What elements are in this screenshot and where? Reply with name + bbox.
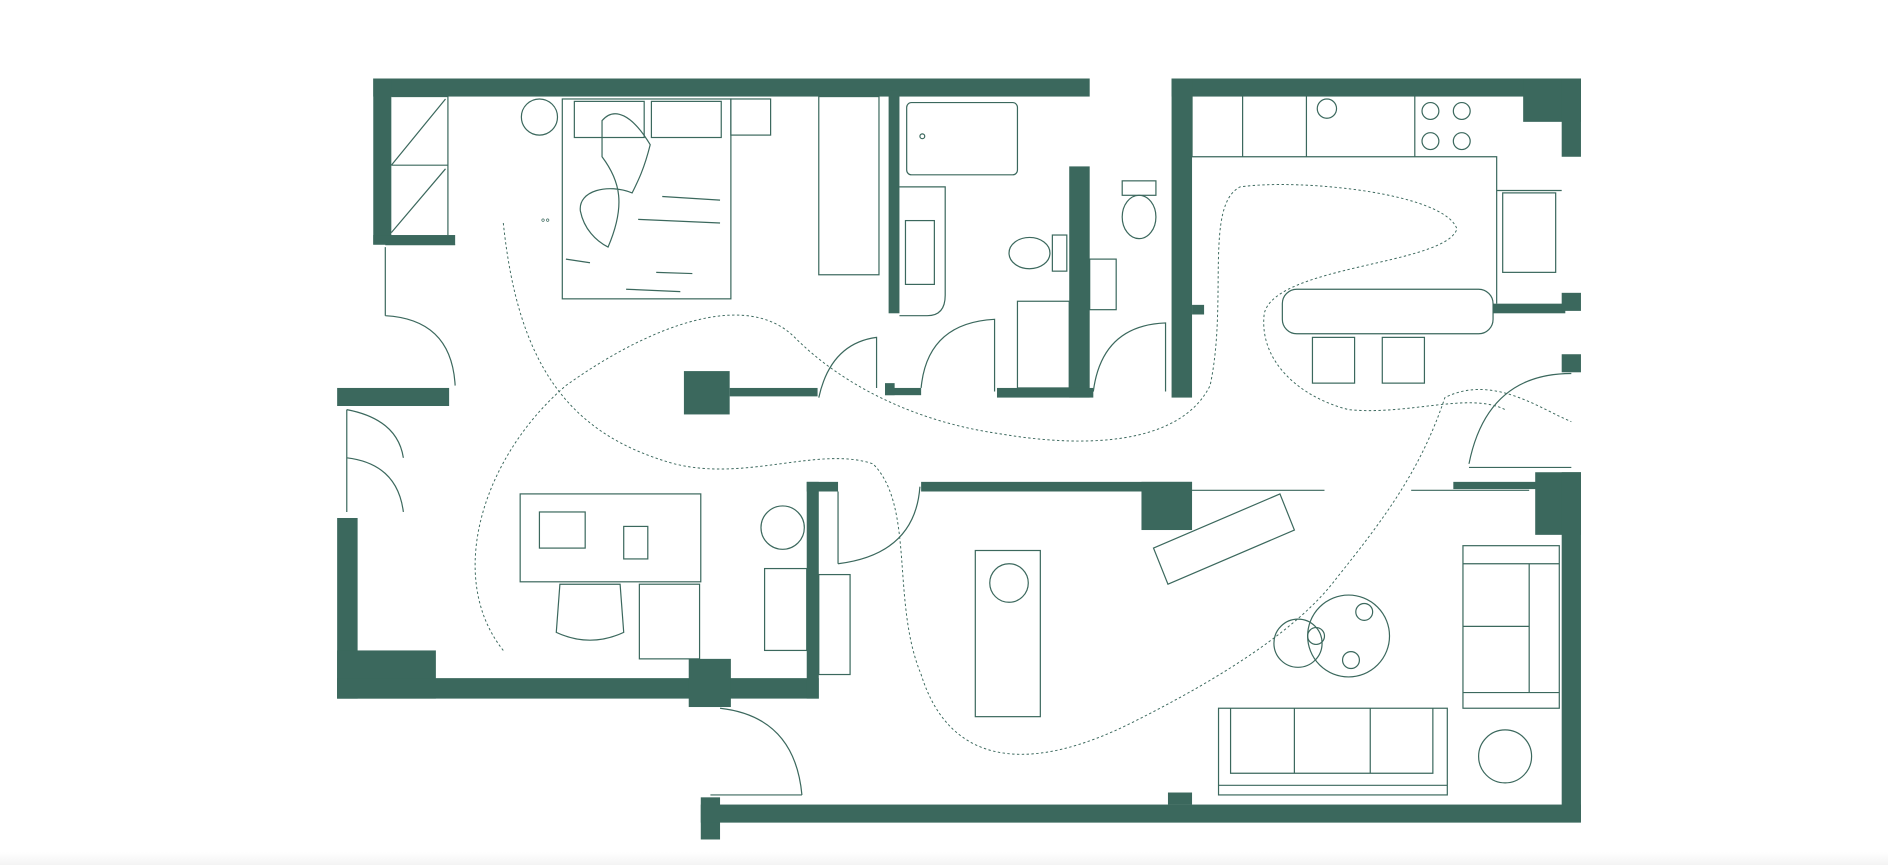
coffee-table — [974, 549, 1041, 718]
wall — [1069, 166, 1090, 398]
wall — [806, 481, 819, 699]
wall — [373, 78, 392, 245]
bar-stool — [1311, 336, 1356, 384]
shelf — [818, 573, 851, 676]
kitchen-counter — [1191, 96, 1562, 304]
laptop — [538, 511, 586, 549]
walls — [337, 78, 1581, 840]
wall — [700, 804, 1581, 823]
door-swing — [1092, 322, 1167, 392]
wall — [996, 387, 1094, 398]
plant — [989, 563, 1029, 603]
dining-table — [1307, 594, 1391, 678]
wall — [729, 387, 818, 397]
person-sleeping — [579, 113, 651, 248]
burner — [1452, 101, 1471, 121]
sofa — [1217, 707, 1448, 796]
door-swing — [837, 486, 921, 565]
pillow — [650, 100, 722, 139]
wall — [1561, 354, 1581, 373]
bed — [561, 98, 732, 300]
burner — [1421, 132, 1440, 151]
wall — [806, 481, 839, 492]
walking-path — [502, 222, 1572, 755]
fruit-bowl — [1316, 98, 1338, 119]
door-swing — [384, 244, 456, 386]
wardrobe — [390, 95, 449, 236]
toilet-tank — [1051, 234, 1068, 272]
bar-stool — [1381, 336, 1426, 384]
kitchen-sink — [1502, 192, 1557, 273]
doors — [346, 244, 1572, 796]
rug-round — [520, 98, 559, 136]
door-swing — [346, 409, 404, 513]
plant — [760, 505, 805, 550]
plate — [1307, 626, 1326, 646]
cabinet — [1089, 258, 1117, 311]
desk-rotated — [1152, 493, 1296, 586]
furniture: ᐤᐤ — [390, 95, 1562, 796]
toilet — [1008, 236, 1051, 270]
door-swing — [710, 707, 803, 796]
plate — [1341, 651, 1361, 670]
sofa-cushions — [1462, 563, 1560, 694]
wall — [1561, 292, 1581, 311]
notebook — [623, 525, 649, 560]
bathtub — [906, 101, 1019, 176]
office-chair — [555, 583, 625, 641]
wall — [1171, 78, 1193, 398]
counter-dividers — [1242, 96, 1416, 157]
shelf — [763, 567, 808, 652]
wall — [1192, 304, 1205, 315]
wall — [1453, 481, 1538, 490]
page-bottom-edge — [0, 852, 1888, 865]
stool — [1273, 618, 1323, 668]
shower-tray — [1016, 300, 1070, 389]
wall — [1167, 792, 1193, 805]
drain — [919, 133, 926, 140]
wall — [1171, 78, 1581, 97]
burner — [1421, 101, 1440, 121]
dresser — [818, 95, 880, 276]
wall — [921, 481, 1193, 492]
wall — [1561, 472, 1581, 822]
wall — [885, 387, 922, 396]
burner — [1452, 132, 1471, 151]
blanket-lines — [565, 195, 721, 293]
slippers-icon: ᐤᐤ — [541, 216, 551, 230]
plate — [1355, 602, 1374, 621]
cabinet — [638, 583, 701, 660]
wall — [1493, 303, 1566, 314]
wall — [337, 387, 450, 407]
wall — [1561, 78, 1581, 157]
wall — [373, 235, 456, 245]
sink — [904, 219, 935, 285]
vanity — [899, 186, 946, 317]
wall — [337, 678, 819, 699]
wall — [683, 371, 730, 415]
nightstand — [730, 98, 772, 136]
wall — [373, 78, 1090, 97]
wall — [1141, 481, 1193, 531]
toilet-tank — [1121, 180, 1157, 196]
circulation-paths — [474, 184, 1572, 755]
plant — [1478, 729, 1533, 784]
door-swing — [818, 336, 878, 398]
sofa-cushions — [1218, 708, 1448, 786]
kitchen-island — [1281, 288, 1494, 335]
pillow — [573, 100, 645, 139]
toilet — [1121, 194, 1157, 240]
wall — [888, 90, 900, 314]
wall — [688, 658, 731, 708]
door-swing — [920, 318, 996, 392]
door-swing — [1468, 372, 1572, 469]
desk — [519, 493, 702, 583]
walking-path — [474, 184, 1506, 651]
